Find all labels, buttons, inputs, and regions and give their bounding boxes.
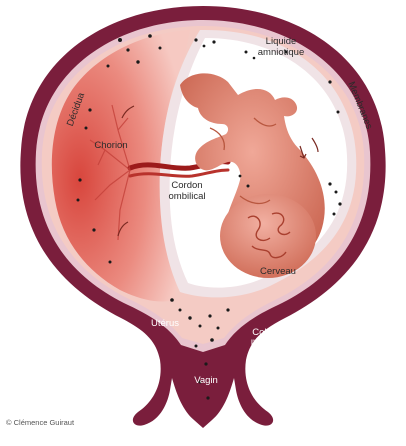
label-chorion: Chorion (86, 140, 136, 151)
label-col-de-luterus: Col de l'utérus (236, 327, 296, 349)
label-uterus: Utérus (140, 318, 190, 329)
label-liquide-amniotique: Liquide amniotique (236, 36, 326, 58)
label-cordon-ombilical: Cordon ombilical (152, 180, 222, 202)
image-credit: © Clémence Guiraut (6, 418, 74, 427)
label-cerveau: Cerveau (248, 266, 308, 277)
label-vagin: Vagin (186, 375, 226, 386)
